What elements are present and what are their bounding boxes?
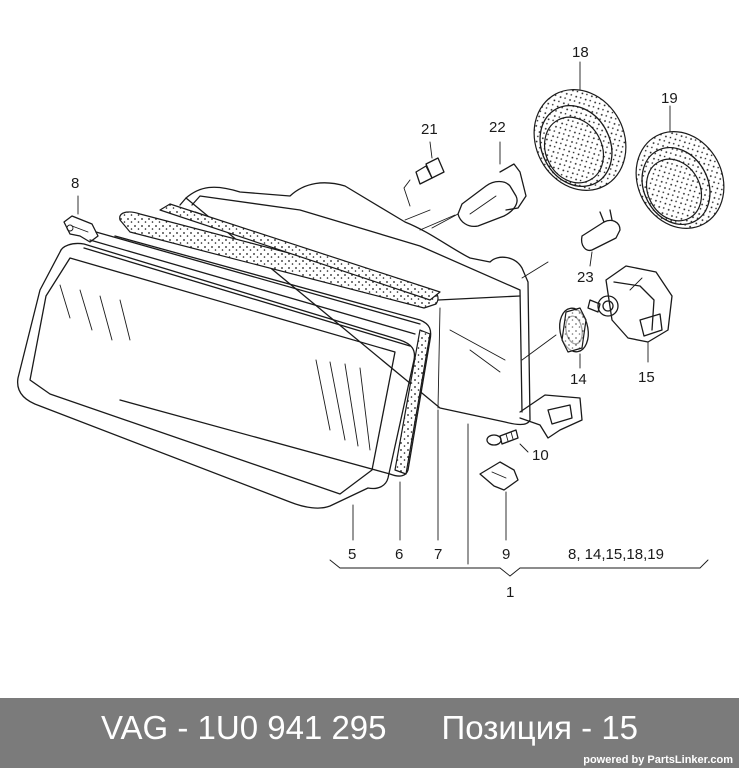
- assembly-bracket: [329, 559, 709, 577]
- callout-5: 5: [348, 546, 356, 563]
- callout-23: 23: [577, 269, 594, 286]
- headlight-lens: [16, 231, 421, 509]
- callout-15: 15: [638, 369, 655, 386]
- callout-8: 8: [71, 175, 79, 192]
- clip-8: [63, 195, 99, 243]
- part-number-footer: VAG - 1U0 941 295 Позиция - 15 powered b…: [0, 698, 739, 768]
- adjustment-motor-15: [587, 265, 673, 363]
- powered-by-credit: powered by PartsLinker.com: [583, 754, 733, 766]
- cap-19: [635, 105, 725, 229]
- callout-group-list: 8, 14,15,18,19: [568, 546, 664, 563]
- headlight-exploded-diagram: 18 19 21 22 8 23 14 15 10 5 6 7 9 8, 14,…: [16, 44, 725, 601]
- callout-14: 14: [570, 371, 587, 388]
- callout-18: 18: [572, 44, 589, 61]
- callout-7: 7: [434, 546, 442, 563]
- headlight-housing: [179, 182, 583, 439]
- part-number-label: VAG - 1U0 941 295 Позиция - 15: [100, 709, 639, 746]
- callout-1: 1: [506, 584, 514, 601]
- screw-10: [486, 429, 529, 453]
- bulb-23: [580, 209, 621, 267]
- callout-21: 21: [421, 121, 438, 138]
- cap-18: [533, 61, 627, 191]
- callout-22: 22: [489, 119, 506, 136]
- callout-6: 6: [395, 546, 403, 563]
- bulb-21: [403, 141, 445, 207]
- callout-10: 10: [532, 447, 549, 464]
- headlight-seal: [114, 203, 441, 477]
- callout-19: 19: [661, 90, 678, 107]
- gasket-14: [559, 307, 589, 369]
- clip-9: [479, 461, 519, 541]
- bulb-22: [431, 141, 527, 229]
- callout-9: 9: [502, 546, 510, 563]
